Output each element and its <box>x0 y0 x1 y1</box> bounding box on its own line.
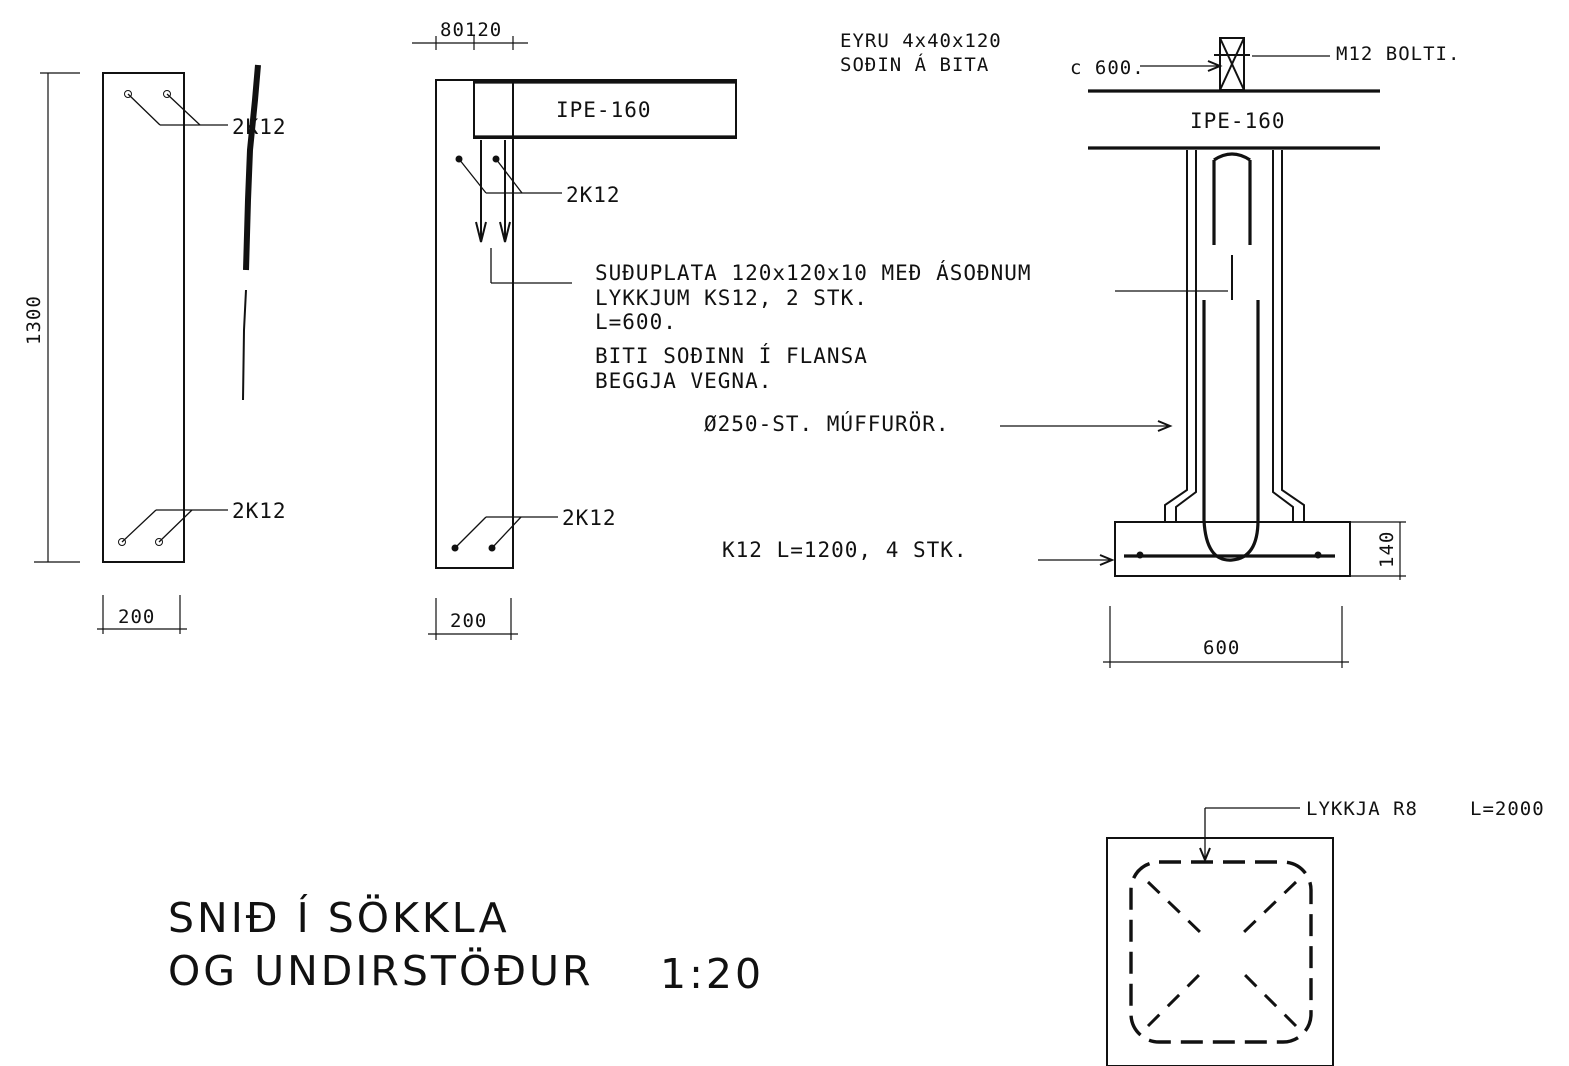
loop-label: LYKKJA R8 <box>1306 798 1418 820</box>
left-bottom-rebar-label: 2K12 <box>232 499 287 523</box>
plan-outline <box>1106 837 1334 1066</box>
middle-top-rebar-label: 2K12 <box>566 183 621 207</box>
footing-height-dimension: 140 <box>1376 531 1398 568</box>
plan-loop-dashed <box>1129 860 1313 1044</box>
notes: SUÐUPLATA 120x120x10 MEÐ ÁSOÐNUM LYKKJUM… <box>595 260 1032 562</box>
left-width-dimension: 200 <box>118 606 155 628</box>
plate-note-line3: L=600. <box>595 310 677 334</box>
plan-section: LYKKJA R8 L=2000 <box>1106 798 1545 1066</box>
ear-note-line2: SOÐIN Á BITA <box>840 53 989 76</box>
bars-note: K12 L=1200, 4 STK. <box>722 538 968 562</box>
left-wall-outline <box>102 72 185 563</box>
middle-beam-label: IPE-160 <box>556 98 652 122</box>
left-section: 1300 2K12 2K12 200 <box>23 64 287 634</box>
middle-width-dimension: 200 <box>450 610 487 632</box>
beam-note-line2: BEGGJA VEGNA. <box>595 369 772 393</box>
right-beam-label: IPE-160 <box>1190 109 1286 133</box>
pipe-note: Ø250-ST. MÚFFURÖR. <box>704 411 950 436</box>
right-section: EYRU 4x40x120 SOÐIN Á BITA c 600. M12 BO… <box>840 30 1460 668</box>
middle-bottom-rebar-label: 2K12 <box>562 506 617 530</box>
middle-top-dimensions: 80120 <box>440 19 502 41</box>
title-line1: SNIÐ Í SÖKKLA <box>168 894 510 942</box>
footing-width-dimension: 600 <box>1203 637 1240 659</box>
middle-section: IPE-160 80120 2K12 2K12 200 <box>412 19 737 640</box>
plate-note-line1: SUÐUPLATA 120x120x10 MEÐ ÁSOÐNUM <box>595 260 1032 285</box>
middle-wall-outline <box>435 79 514 569</box>
ear-spacing-label: c 600. <box>1070 57 1145 79</box>
loop-length-label: L=2000 <box>1470 798 1545 820</box>
ear-note-line1: EYRU 4x40x120 <box>840 30 1002 52</box>
title-block: SNIÐ Í SÖKKLA OG UNDIRSTÖÐUR 1:20 <box>168 894 764 998</box>
right-footing-outline <box>1114 521 1351 577</box>
plate-note-line2: LYKKJUM KS12, 2 STK. <box>595 286 868 310</box>
beam-note-line1: BITI SOÐINN Í FLANSA <box>595 343 868 368</box>
title-line2: OG UNDIRSTÖÐUR <box>168 947 594 995</box>
left-top-rebar-label: 2K12 <box>232 115 287 139</box>
left-height-dimension: 1300 <box>23 295 45 345</box>
bolt-label: M12 BOLTI. <box>1336 43 1460 65</box>
title-scale: 1:20 <box>660 950 764 998</box>
